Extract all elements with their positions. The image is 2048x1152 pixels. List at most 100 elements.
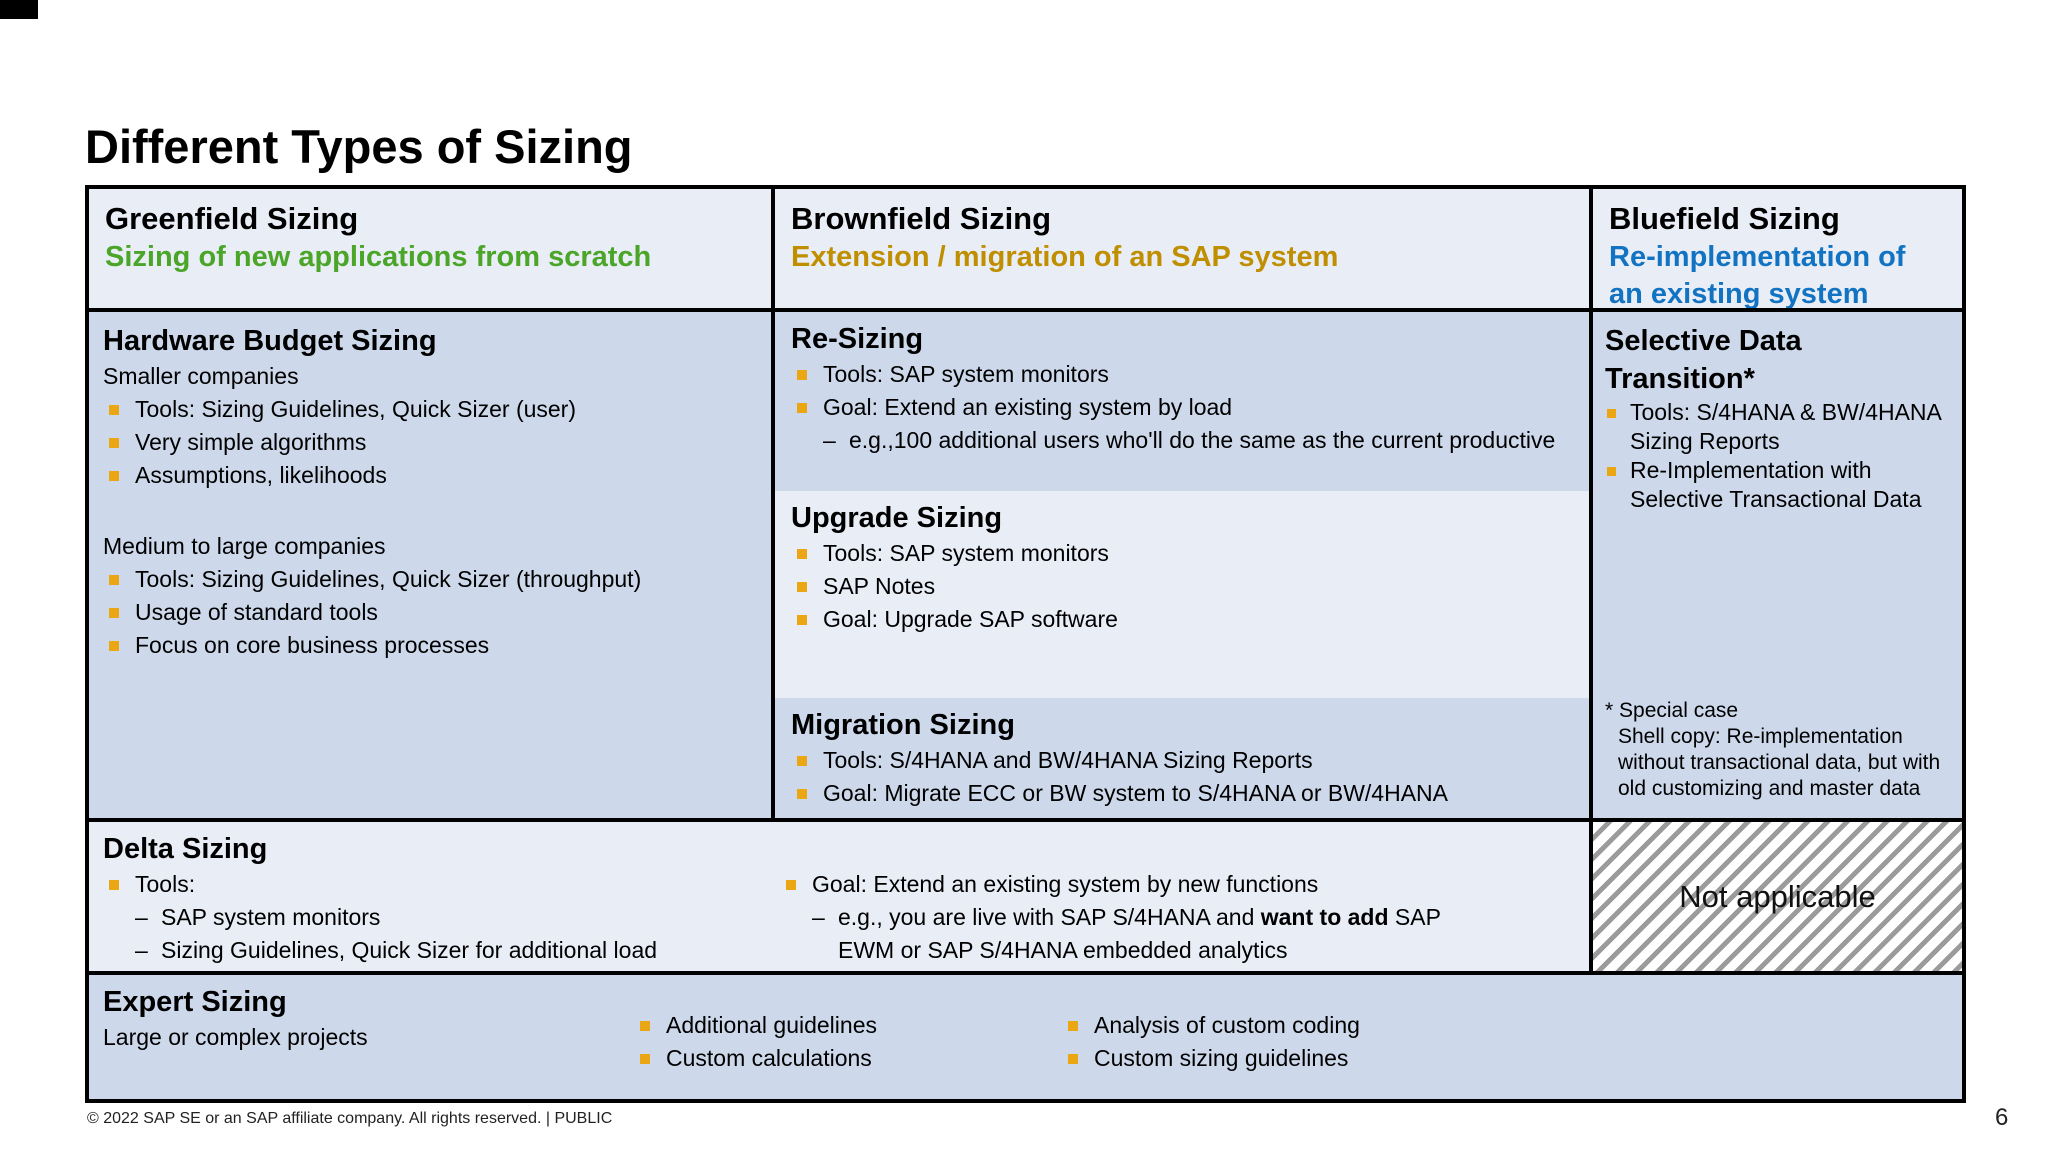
expert-list-a: Additional guidelines Custom calculation… [634, 1009, 1062, 1091]
bullet-square-icon [640, 1054, 650, 1064]
list-item: SAP Notes [791, 570, 1573, 603]
delta-goal-column: Goal: Extend an existing system by new f… [780, 868, 1575, 967]
bullet-square-icon [109, 880, 119, 890]
bullet-square-icon [109, 608, 119, 618]
page-title: Different Types of Sizing [85, 120, 633, 174]
bullet-square-icon [1068, 1021, 1078, 1031]
list-item-text: Tools: Sizing Guidelines, Quick Sizer (u… [135, 396, 576, 422]
resizing-title: Re-Sizing [791, 323, 924, 355]
hardware-group2-label: Medium to large companies [103, 533, 386, 559]
bullet-square-icon [109, 405, 119, 415]
cell-selective-data-transition: Selective Data Transition* Tools: S/4HAN… [1593, 312, 1962, 818]
brownfield-subtitle: Extension / migration of an SAP system [791, 241, 1339, 273]
sub-list-item: –e.g.,100 additional users who'll do the… [823, 424, 1573, 457]
selective-list: Tools: S/4HANA & BW/4HANA Sizing Reports… [1605, 398, 1950, 514]
list-item-text: Custom calculations [666, 1045, 872, 1071]
cell-delta-sizing: Delta Sizing Tools: –SAP system monitors… [89, 822, 1589, 971]
bluefield-subtitle: Re-implementation of an existing system [1609, 241, 1906, 308]
list-item: Tools: S/4HANA & BW/4HANA Sizing Reports [1605, 398, 1950, 456]
bullet-square-icon [1607, 409, 1616, 418]
bullet-square-icon [797, 403, 807, 413]
header-brownfield: Brownfield Sizing Extension / migration … [775, 189, 1589, 308]
list-item-text: Tools: SAP system monitors [823, 539, 1109, 566]
list-item-text: Additional guidelines [666, 1012, 877, 1038]
bullet-square-icon [797, 789, 807, 799]
list-item: Custom calculations [634, 1042, 1062, 1075]
bullet-square-icon [797, 548, 807, 559]
bullet-square-icon [109, 641, 119, 651]
list-item-text: Goal: Extend an existing system by new f… [812, 871, 1319, 897]
list-item-text: Tools: [135, 871, 196, 897]
goal-sub-pre: e.g., you are live with SAP S/4HANA and [838, 904, 1261, 930]
sub-list-item-text: SAP system monitors [161, 904, 381, 930]
list-item-text: Very simple algorithms [135, 429, 367, 455]
brownfield-title: Brownfield Sizing [791, 201, 1052, 236]
goal-sub-bold: want to add [1260, 904, 1389, 930]
expert-title: Expert Sizing [103, 986, 287, 1018]
cell-hardware-budget-sizing: Hardware Budget Sizing Smaller companies… [89, 312, 771, 818]
cell-re-sizing: Re-Sizing Tools: SAP system monitors Goa… [775, 312, 1589, 491]
footnote-line1: * Special case [1605, 699, 1739, 722]
expert-subtitle: Large or complex projects [103, 1024, 368, 1050]
migration-title: Migration Sizing [791, 709, 1015, 741]
not-applicable-label: Not applicable [1679, 878, 1876, 914]
greenfield-subtitle: Sizing of new applications from scratch [105, 241, 652, 273]
list-item: Tools: S/4HANA and BW/4HANA Sizing Repor… [791, 744, 1573, 777]
greenfield-title: Greenfield Sizing [105, 201, 359, 236]
cell-expert-sizing: Expert Sizing Large or complex projects … [89, 975, 1962, 1099]
list-item: Tools: Sizing Guidelines, Quick Sizer (u… [103, 393, 757, 426]
bullet-square-icon [1068, 1054, 1078, 1064]
cell-upgrade-sizing: Upgrade Sizing Tools: SAP system monitor… [775, 490, 1589, 698]
list-item: Goal: Extend an existing system by new f… [780, 868, 1575, 901]
sub-list-item-text: Sizing Guidelines, Quick Sizer for addit… [161, 937, 658, 963]
delta-tools-column: Tools: –SAP system monitors –Sizing Guid… [103, 868, 780, 967]
expert-head: Expert Sizing Large or complex projects [103, 983, 634, 1091]
list-item: Additional guidelines [634, 1009, 1062, 1042]
list-item-text: Goal: Migrate ECC or BW system to S/4HAN… [823, 780, 1448, 806]
list-item-text: Usage of standard tools [135, 599, 378, 625]
list-item: Custom sizing guidelines [1062, 1042, 1948, 1075]
list-item: Assumptions, likelihoods [103, 459, 757, 492]
list-item: Tools: SAP system monitors [791, 358, 1573, 391]
cell-migration-sizing: Migration Sizing Tools: S/4HANA and BW/4… [775, 698, 1589, 818]
list-item: Goal: Upgrade SAP software [791, 603, 1573, 636]
bullet-square-icon [1607, 467, 1616, 476]
dash-marker: – [135, 904, 148, 930]
goal-sub-post: SAP EWM or SAP S/4HANA embedded analytic… [838, 904, 1441, 963]
list-item-text: Goal: Extend an existing system by load [823, 394, 1233, 420]
copyright-footer: © 2022 SAP SE or an SAP affiliate compan… [87, 1110, 613, 1127]
header-greenfield: Greenfield Sizing Sizing of new applicat… [89, 189, 771, 308]
list-item-text: Focus on core business processes [135, 632, 490, 658]
list-item: Focus on core business processes [103, 629, 757, 662]
list-item-text: Goal: Upgrade SAP software [823, 605, 1118, 632]
bullet-square-icon [797, 581, 807, 592]
bluefield-title: Bluefield Sizing [1609, 201, 1840, 236]
hardware-title: Hardware Budget Sizing [103, 325, 437, 357]
list-item-text: Tools: Sizing Guidelines, Quick Sizer (t… [135, 566, 642, 592]
corner-mark [0, 0, 38, 19]
list-item: Goal: Extend an existing system by load [791, 391, 1573, 424]
dash-marker: – [812, 904, 825, 930]
list-item: Tools: SAP system monitors [791, 537, 1573, 570]
list-item: Tools: [103, 868, 780, 901]
list-item-text: Re-Implementation with Selective Transac… [1630, 457, 1922, 512]
list-item: Goal: Migrate ECC or BW system to S/4HAN… [791, 777, 1573, 810]
bullet-square-icon [797, 756, 807, 766]
sub-list-item: –Sizing Guidelines, Quick Sizer for addi… [135, 934, 780, 967]
hardware-group1-label: Smaller companies [103, 363, 299, 389]
cell-middle-stack: Re-Sizing Tools: SAP system monitors Goa… [775, 312, 1589, 818]
sub-list-item: –SAP system monitors [135, 901, 780, 934]
selective-title: Selective Data Transition* [1605, 325, 1802, 395]
bullet-square-icon [109, 575, 119, 585]
list-item: Tools: Sizing Guidelines, Quick Sizer (t… [103, 563, 757, 596]
bullet-square-icon [797, 614, 807, 625]
list-item: Usage of standard tools [103, 596, 757, 629]
list-item-text: Tools: SAP system monitors [823, 361, 1109, 387]
bullet-square-icon [797, 370, 807, 380]
list-item-text: Assumptions, likelihoods [135, 462, 387, 488]
list-item: Re-Implementation with Selective Transac… [1605, 456, 1950, 514]
list-item-text: Custom sizing guidelines [1094, 1045, 1349, 1071]
upgrade-title: Upgrade Sizing [791, 501, 1003, 534]
bullet-square-icon [640, 1021, 650, 1031]
page-number: 6 [1995, 1104, 2009, 1131]
